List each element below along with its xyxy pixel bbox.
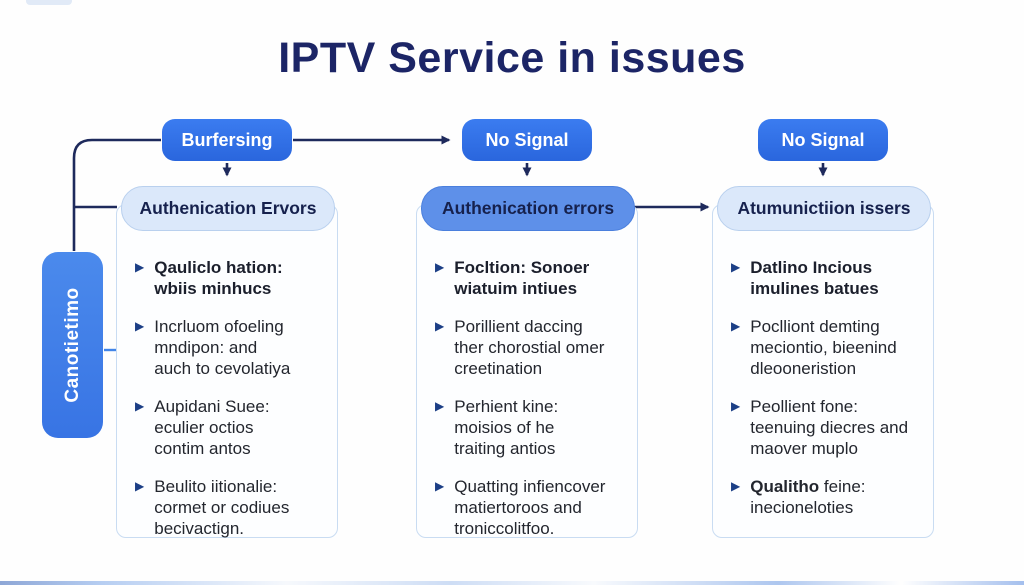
triangle-right-icon: ▶ <box>435 479 445 493</box>
triangle-right-icon: ▶ <box>731 479 741 493</box>
flow-top-button: No Signal <box>462 119 592 161</box>
bullet-item: ▶ Qauliclo hation:wbiis minhucs <box>135 257 325 299</box>
bullet-item: ▶ Qualitho feine:inecioneloties <box>731 476 921 518</box>
triangle-right-icon: ▶ <box>435 319 445 333</box>
bottom-gradient-strip <box>0 581 1024 585</box>
flow-top-button: No Signal <box>758 119 888 161</box>
triangle-right-icon: ▶ <box>135 319 145 333</box>
flow-subheader-pill: Atumunictiion issers <box>717 186 931 231</box>
triangle-right-icon: ▶ <box>135 399 145 413</box>
side-button-label: Canotietimo <box>61 287 83 403</box>
top-edge-artifact <box>26 0 72 5</box>
flow-top-button: Burfersing <box>162 119 292 161</box>
triangle-right-icon: ▶ <box>435 399 445 413</box>
flow-subheader-pill: Authenication errors <box>421 186 635 231</box>
side-button: Canotietimo <box>42 252 103 438</box>
page-title: IPTV Service in issues <box>278 34 746 82</box>
triangle-right-icon: ▶ <box>435 260 445 274</box>
bullet-text: Qauliclo hation:wbiis minhucs <box>154 258 283 298</box>
flow-detail-card: ▶ Qauliclo hation:wbiis minhucs ▶ Incrluom … <box>116 204 338 538</box>
triangle-right-icon: ▶ <box>135 260 145 274</box>
flow-subheader-pill: Authenication Ervors <box>121 186 335 231</box>
triangle-right-icon: ▶ <box>731 399 741 413</box>
bullet-text: Qualitho feine:inecioneloties <box>750 477 866 517</box>
triangle-right-icon: ▶ <box>731 319 741 333</box>
triangle-right-icon: ▶ <box>135 479 145 493</box>
triangle-right-icon: ▶ <box>731 260 741 274</box>
